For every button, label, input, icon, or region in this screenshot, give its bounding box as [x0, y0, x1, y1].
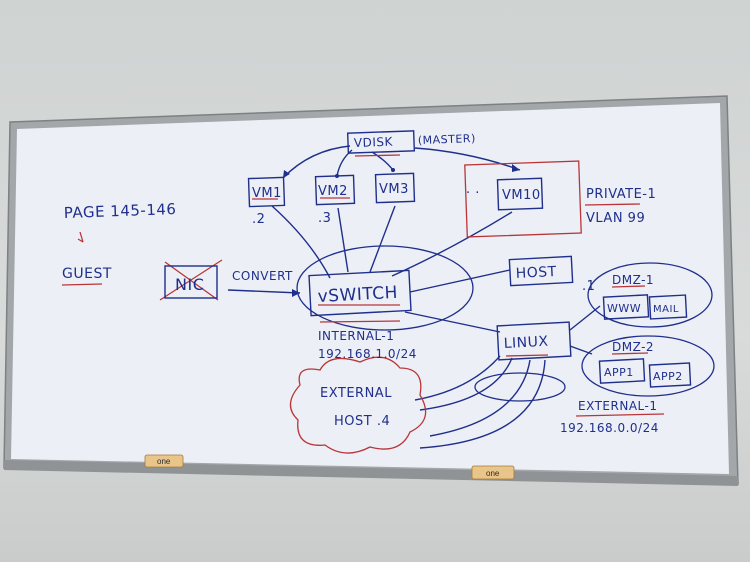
vm3-label: VM3	[379, 182, 409, 197]
nic-label: NIC	[175, 275, 204, 294]
svg-text:one: one	[157, 457, 171, 466]
vm10-box	[496, 177, 544, 211]
nic-box	[164, 265, 218, 299]
vswitch-label: vSWITCH	[317, 283, 398, 307]
app2-box	[648, 362, 692, 388]
mail-box	[648, 294, 688, 320]
tray-tag-left: one	[144, 454, 184, 468]
external1-ellipse	[474, 372, 566, 402]
vm1-label: VM1	[252, 186, 282, 201]
guest-label: GUEST	[62, 266, 112, 282]
marker-tray	[4, 460, 738, 486]
svg-text:one: one	[486, 469, 500, 478]
vm2-box	[314, 174, 356, 206]
app2-label: APP2	[653, 370, 683, 383]
labels: PAGE 145-146 GUEST PRIVATE-1 VLAN 99 VDI…	[62, 132, 683, 435]
nic-cross-2	[164, 261, 219, 301]
dmz1-ellipse	[587, 262, 713, 328]
dmz2-label: DMZ-2	[612, 340, 654, 354]
vm3-box	[374, 172, 416, 204]
mail-label: MAIL	[653, 304, 679, 315]
vm1-box	[247, 176, 286, 208]
linux-box	[496, 321, 572, 361]
arrow-heads	[283, 164, 520, 297]
host-label: HOST	[515, 264, 557, 282]
linux-label: LINUX	[503, 334, 549, 352]
vdisk-master-label: (MASTER)	[418, 132, 476, 147]
vdisk-label: VDISK	[354, 135, 394, 150]
private-zone-box	[464, 160, 582, 238]
external1-subnet-label: 192.168.0.0/24	[560, 421, 659, 435]
vm-dots: · ·	[466, 186, 480, 201]
board-surface	[11, 103, 729, 474]
red-markings	[61, 154, 665, 454]
dmz2-ellipse	[581, 335, 715, 397]
external-host-label-1: EXTERNAL	[320, 386, 392, 401]
dmz1-label: DMZ-1	[612, 273, 654, 287]
app1-label: APP1	[604, 366, 634, 379]
external-host-label-2: HOST .4	[334, 414, 390, 429]
convert-label: CONVERT	[232, 269, 293, 283]
host-box	[508, 255, 574, 287]
external1-label: EXTERNAL-1	[578, 399, 657, 413]
vswitch-box	[308, 269, 412, 317]
vm1-ip-label: .2	[252, 212, 265, 227]
host-ip-label: .1	[582, 279, 595, 294]
private-label: PRIVATE-1	[586, 187, 656, 202]
vswitch-ellipse	[296, 245, 474, 331]
www-label: WWW	[607, 302, 641, 315]
www-box	[602, 294, 650, 320]
page-ref-label: PAGE 145-146	[64, 200, 177, 222]
external-host-cloud	[289, 356, 427, 454]
app1-box	[598, 358, 646, 384]
vdisk-box	[346, 130, 416, 154]
tray-tag-right: one	[471, 465, 515, 480]
vlan-label: VLAN 99	[586, 211, 645, 226]
network-ellipses	[296, 245, 715, 402]
vm2-ip-label: .3	[318, 211, 331, 226]
vm10-label: VM10	[502, 188, 541, 203]
internal-subnet-label: 192.168.1.0/24	[318, 347, 417, 361]
internal-label: INTERNAL-1	[318, 329, 394, 343]
vm2-label: VM2	[318, 184, 348, 199]
node-boxes	[164, 130, 692, 388]
